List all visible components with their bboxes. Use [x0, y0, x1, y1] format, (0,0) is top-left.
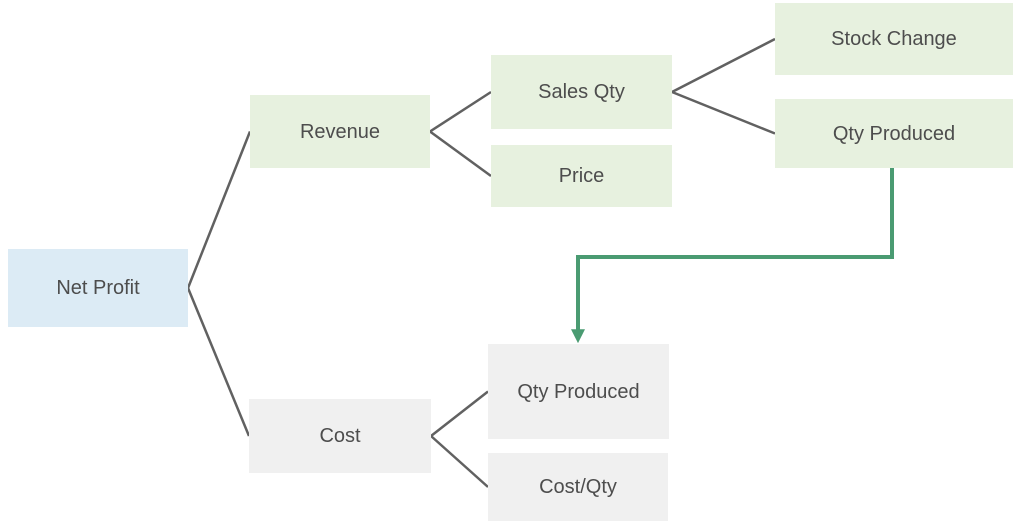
- node-net-profit: Net Profit: [8, 249, 188, 327]
- node-qty-produced-cost: Qty Produced: [488, 344, 669, 439]
- node-cost-per-qty: Cost/Qty: [488, 453, 668, 521]
- node-cost: Cost: [249, 399, 431, 473]
- node-stock-change: Stock Change: [775, 3, 1013, 75]
- node-revenue: Revenue: [250, 95, 430, 168]
- node-sales-qty: Sales Qty: [491, 55, 672, 129]
- node-qty-produced-revenue: Qty Produced: [775, 99, 1013, 168]
- node-price: Price: [491, 145, 672, 207]
